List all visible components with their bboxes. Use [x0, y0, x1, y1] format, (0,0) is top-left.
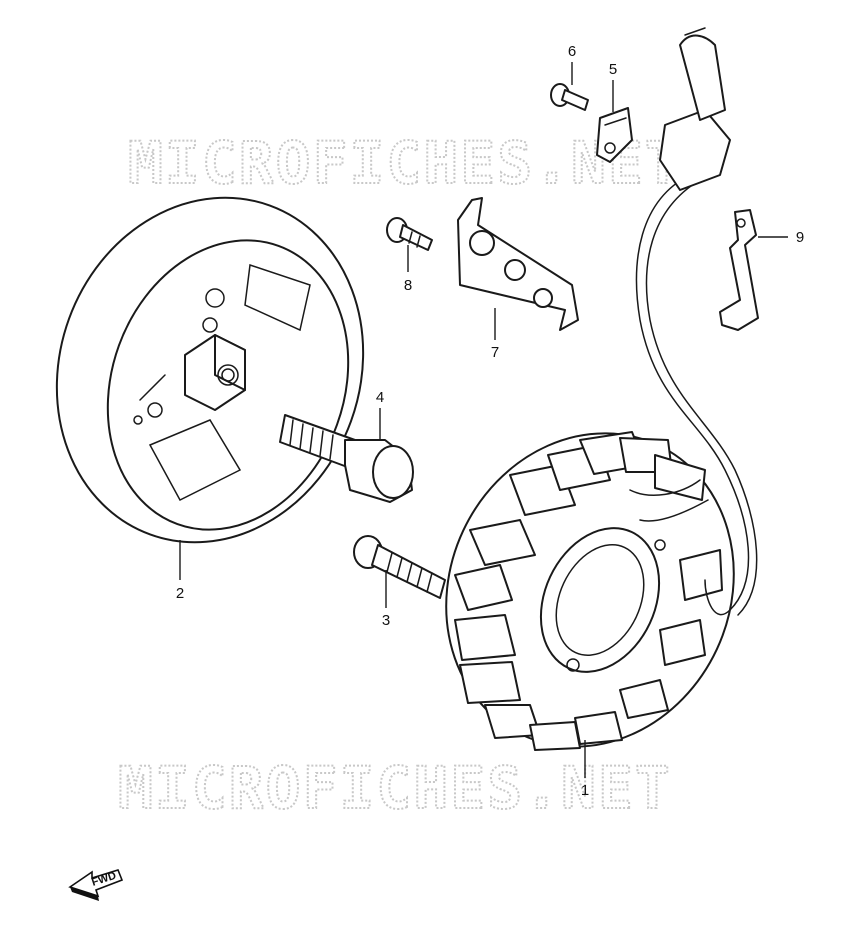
callout-3: 3 — [382, 612, 390, 629]
leader-lines — [179, 62, 788, 778]
callout-6: 6 — [568, 43, 576, 60]
callout-2: 2 — [176, 585, 184, 602]
callout-9: 9 — [796, 229, 804, 246]
rotor-flywheel — [55, 196, 365, 544]
lead-wire-guide-plate — [457, 197, 579, 331]
forward-direction-arrow-icon: FWD — [68, 869, 124, 901]
stator — [445, 431, 735, 751]
callout-7: 7 — [491, 344, 499, 361]
callout-8: 8 — [404, 277, 412, 294]
watermark-bottom: MICROFICHES.NET — [118, 754, 672, 822]
stator-screw — [353, 535, 446, 599]
plate-screw — [386, 217, 433, 251]
callout-1: 1 — [581, 782, 589, 799]
callout-4: 4 — [376, 389, 384, 406]
bracket-screw — [550, 83, 589, 111]
wire-clamp — [719, 209, 759, 331]
stator-lead-wire — [635, 27, 758, 616]
rotor-bolt — [279, 414, 414, 503]
callout-5: 5 — [609, 61, 617, 78]
wire-clamp-bracket — [596, 107, 633, 163]
watermark-top: MICROFICHES.NET — [128, 129, 682, 197]
